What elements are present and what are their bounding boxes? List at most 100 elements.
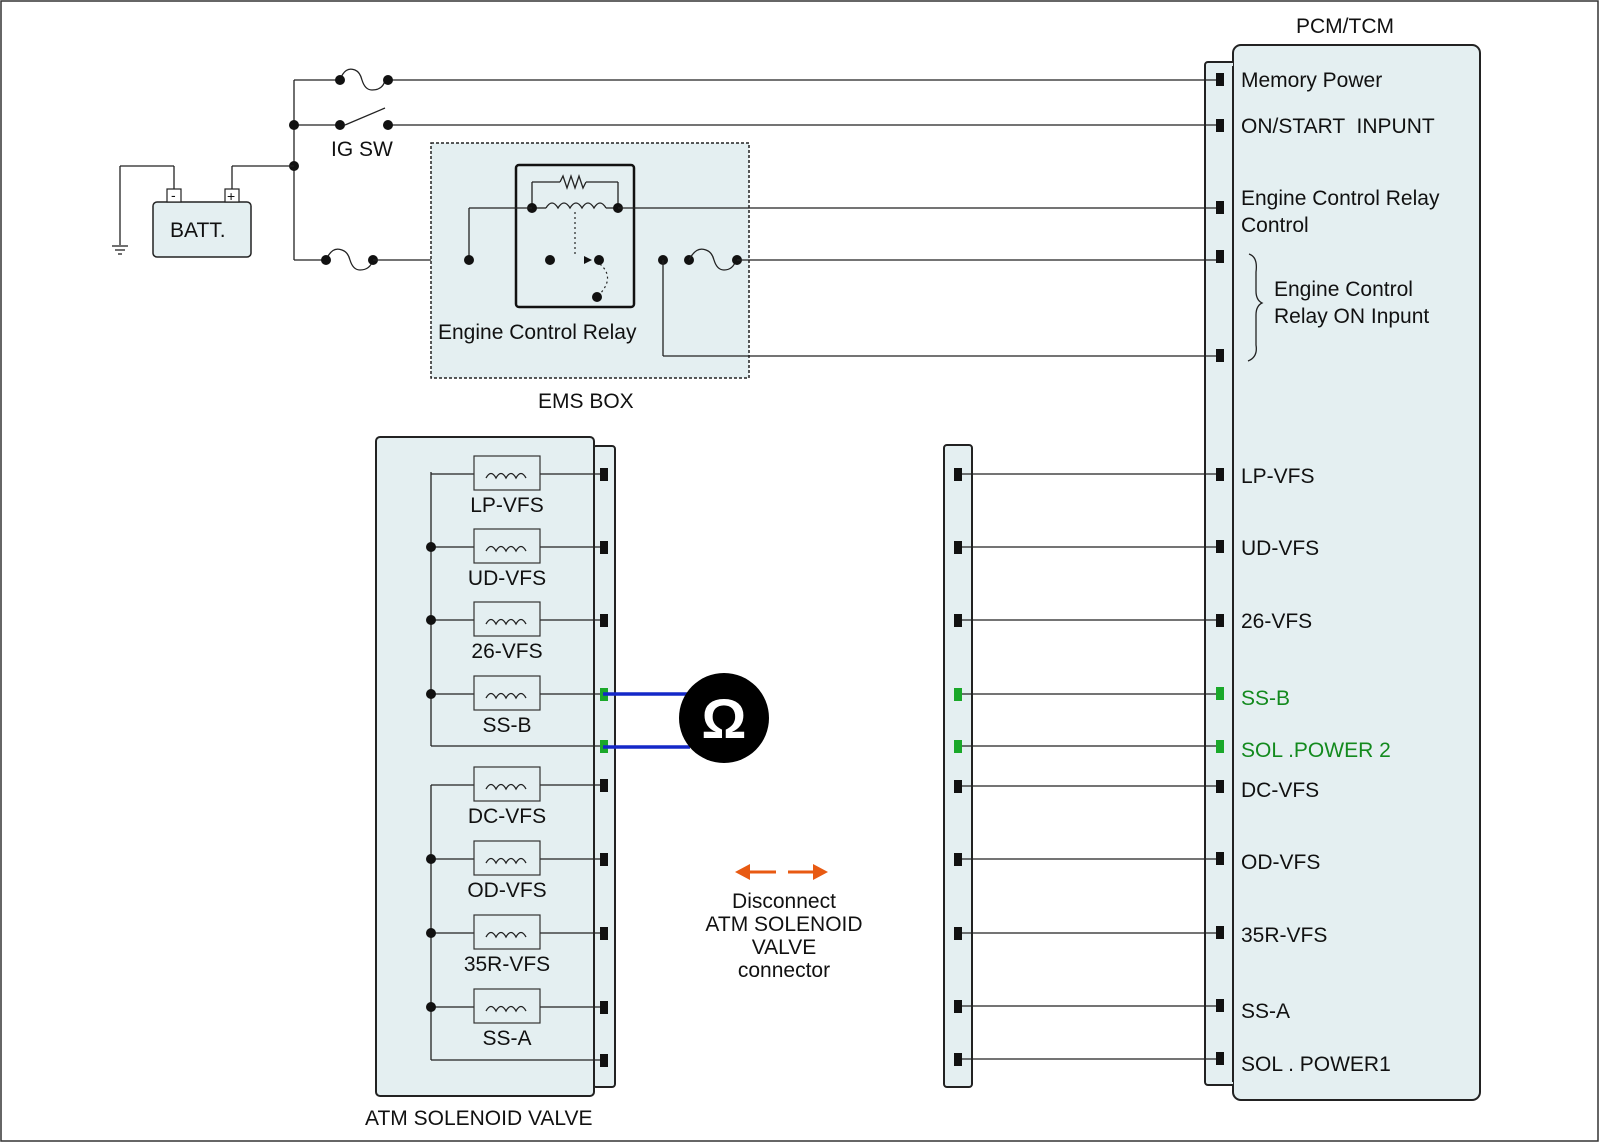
pcm-pin-labels: Memory Power ON/START INPUNT Engine Cont… xyxy=(1241,69,1440,1076)
harness-pin xyxy=(954,1000,962,1013)
pcm-pin xyxy=(1216,926,1224,939)
harness-pin xyxy=(954,614,962,627)
instruction-line2: ATM SOLENOID xyxy=(705,913,862,936)
harness-wires xyxy=(954,468,1216,1066)
pcm-pin xyxy=(1216,468,1224,481)
valve-pin xyxy=(600,1001,608,1014)
harness-pin xyxy=(954,927,962,940)
label-sol-power1: SOL . POWER1 xyxy=(1241,1053,1391,1076)
harness-connector-strip xyxy=(943,444,973,1088)
label-dc-vfs: DC-VFS xyxy=(1241,779,1319,802)
ig-sw-label: IG SW xyxy=(331,138,393,161)
ems-box: Engine Control Relay xyxy=(430,142,1216,379)
arrow-left-icon xyxy=(735,864,750,880)
coil-box xyxy=(473,766,541,802)
label-ud-vfs: UD-VFS xyxy=(1241,537,1319,560)
pcm-pin xyxy=(1216,614,1224,627)
coil-box xyxy=(473,988,541,1024)
solenoid-coil: UD-VFS xyxy=(426,528,608,590)
solenoid-coil: 26-VFS xyxy=(426,601,608,663)
harness-pin xyxy=(954,740,962,753)
harness-pin xyxy=(954,468,962,481)
valve-pin xyxy=(600,1054,608,1067)
engine-control-relay xyxy=(514,163,636,309)
pcm-pin xyxy=(1216,540,1224,553)
pcm-pin xyxy=(1216,852,1224,865)
instruction-line4: connector xyxy=(738,959,830,982)
coil-box xyxy=(473,601,541,637)
valve-pin xyxy=(600,853,608,866)
battery-body xyxy=(152,201,252,258)
label-od-vfs: OD-VFS xyxy=(1241,851,1320,874)
pcm-pin xyxy=(1216,999,1224,1012)
arrow-right-icon xyxy=(813,864,828,880)
solenoid-coil: DC-VFS xyxy=(431,766,608,828)
solenoid-coil: LP-VFS xyxy=(431,455,608,517)
valve-pin xyxy=(600,468,608,481)
brace-icon xyxy=(1247,253,1264,362)
pcm-pin xyxy=(1216,250,1224,263)
harness-pin xyxy=(954,780,962,793)
solenoid-coil: OD-VFS xyxy=(426,840,608,902)
label-sol-power2: SOL .POWER 2 xyxy=(1241,739,1391,762)
instruction-line1: Disconnect xyxy=(732,890,836,913)
coil-box xyxy=(473,914,541,950)
ems-box-label: EMS BOX xyxy=(538,390,634,413)
pcm-pin xyxy=(1216,73,1224,86)
label-on-start: ON/START INPUNT xyxy=(1241,115,1435,138)
harness-pin xyxy=(954,853,962,866)
harness-pin xyxy=(954,1053,962,1066)
solenoid-coil: SS-A xyxy=(426,988,608,1050)
harness-connector xyxy=(943,444,973,1088)
solenoid-coil: 35R-VFS xyxy=(426,914,608,976)
pcm-pin xyxy=(1216,119,1224,132)
coil-label: 35R-VFS xyxy=(464,953,550,976)
label-memory-power: Memory Power xyxy=(1241,69,1382,92)
pcm-tcm-module: PCM/TCM xyxy=(1204,15,1481,1101)
ohmmeter-icon[interactable] xyxy=(679,673,769,763)
label-ecr-on-2: Relay ON Inpunt xyxy=(1274,305,1429,328)
coil-box xyxy=(473,840,541,876)
label-ecr-control-2: Control xyxy=(1241,214,1309,237)
coil-label: DC-VFS xyxy=(468,805,546,828)
ohmmeter[interactable]: Ω xyxy=(603,673,769,763)
pcm-pin xyxy=(1216,687,1224,700)
pcm-title: PCM/TCM xyxy=(1296,15,1394,38)
coil-box xyxy=(473,455,541,491)
coil-box xyxy=(473,528,541,564)
valve-pin xyxy=(600,927,608,940)
valve-pin xyxy=(600,614,608,627)
label-ss-a: SS-A xyxy=(1241,1000,1290,1023)
battery: - + BATT. xyxy=(152,187,252,258)
label-ecr-on-1: Engine Control xyxy=(1274,278,1413,301)
pcm-pin xyxy=(1216,740,1224,753)
pcm-pins xyxy=(1216,73,1224,1065)
ohm-symbol: Ω xyxy=(702,687,747,750)
coil-label: UD-VFS xyxy=(468,567,546,590)
label-ss-b: SS-B xyxy=(1241,687,1290,710)
valve-pin xyxy=(600,779,608,792)
coil-label: OD-VFS xyxy=(467,879,546,902)
power-wiring xyxy=(112,68,1216,271)
valve-label: ATM SOLENOID VALVE xyxy=(365,1107,593,1130)
label-26-vfs: 26-VFS xyxy=(1241,610,1312,633)
coil-label: SS-B xyxy=(482,714,531,737)
valve-pin xyxy=(600,541,608,554)
harness-pin xyxy=(954,688,962,701)
label-35r-vfs: 35R-VFS xyxy=(1241,924,1327,947)
pcm-pin xyxy=(1216,1052,1224,1065)
coil-box xyxy=(473,675,541,711)
battery-plus: + xyxy=(227,188,235,204)
harness-pin xyxy=(954,541,962,554)
battery-minus: - xyxy=(171,187,176,203)
pcm-pin xyxy=(1216,201,1224,214)
instruction-line3: VALVE xyxy=(752,936,817,959)
pcm-strip-fill xyxy=(1209,63,1233,1084)
label-lp-vfs: LP-VFS xyxy=(1241,465,1315,488)
battery-label: BATT. xyxy=(170,219,226,242)
relay-label: Engine Control Relay xyxy=(438,321,637,344)
coil-label: LP-VFS xyxy=(470,494,544,517)
coil-label: 26-VFS xyxy=(471,640,542,663)
label-ecr-control-1: Engine Control Relay xyxy=(1241,187,1440,210)
